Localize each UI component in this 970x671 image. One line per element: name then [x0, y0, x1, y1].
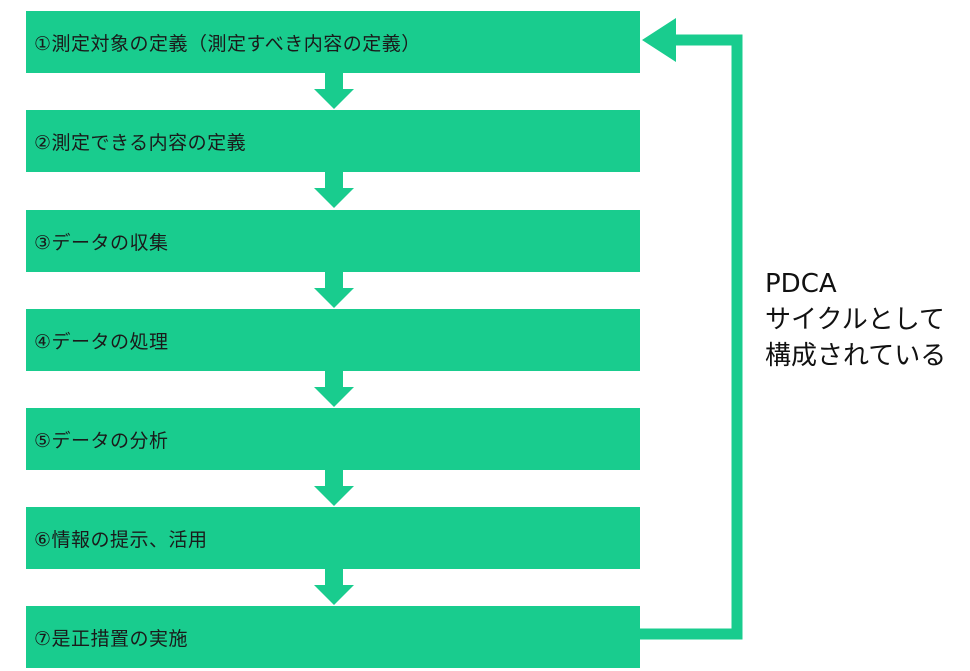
step-2-box: ②測定できる内容の定義 — [26, 110, 640, 172]
step-4-box: ④データの処理 — [26, 309, 640, 371]
cycle-note-line-2: サイクルとして — [765, 305, 945, 335]
step-6-box: ⑥情報の提示、活用 — [26, 507, 640, 569]
feedback-arrowhead — [642, 18, 676, 62]
step-5-box: ⑤データの分析 — [26, 408, 640, 470]
cycle-note-line-3: 構成されている — [765, 341, 947, 371]
cycle-note-line-1: PDCA — [765, 269, 837, 299]
down-arrow-icon — [314, 272, 354, 308]
step-3-label: ③データの収集 — [34, 231, 169, 254]
pdca-cycle-note: PDCA サイクルとして 構成されている — [765, 266, 946, 374]
step-2-label: ②測定できる内容の定義 — [34, 131, 247, 154]
down-arrow-icon — [314, 172, 354, 208]
step-1-label: ①測定対象の定義（測定すべき内容の定義） — [34, 32, 421, 55]
down-arrow-icon — [314, 371, 354, 407]
down-arrow-icon — [314, 73, 354, 109]
down-arrow-icon — [314, 470, 354, 506]
step-4-label: ④データの処理 — [34, 330, 169, 353]
step-7-box: ⑦是正措置の実施 — [26, 606, 640, 668]
step-1-box: ①測定対象の定義（測定すべき内容の定義） — [26, 11, 640, 73]
step-7-label: ⑦是正措置の実施 — [34, 627, 189, 650]
step-6-label: ⑥情報の提示、活用 — [34, 528, 208, 551]
step-3-box: ③データの収集 — [26, 210, 640, 272]
step-5-label: ⑤データの分析 — [34, 429, 169, 452]
down-arrow-icon — [314, 569, 354, 605]
